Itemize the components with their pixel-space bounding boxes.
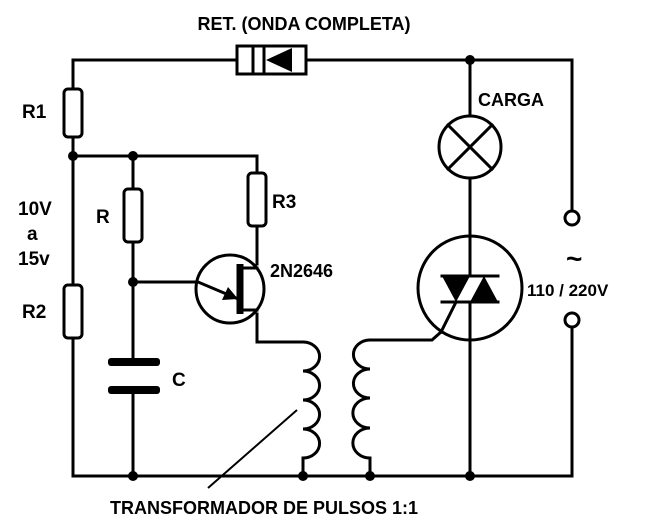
r-label: R bbox=[96, 207, 110, 228]
r2-label: R2 bbox=[22, 302, 46, 323]
mains-terminals bbox=[563, 209, 581, 329]
mains-symbol: ~ bbox=[566, 243, 582, 274]
lamp-load bbox=[437, 114, 503, 180]
capacitor-c bbox=[108, 358, 160, 394]
pulse-transformer bbox=[207, 338, 372, 489]
terminal-bottom bbox=[563, 311, 581, 329]
terminal-top bbox=[563, 209, 581, 227]
wires bbox=[71, 58, 574, 478]
voltage-label-line1: 10V bbox=[18, 199, 52, 220]
load-label: CARGA bbox=[478, 90, 544, 110]
resistor-r2 bbox=[62, 283, 84, 340]
junction-dots bbox=[68, 55, 475, 481]
r3-label: R3 bbox=[272, 192, 296, 213]
rectifier-label: RET. (ONDA COMPLETA) bbox=[198, 14, 411, 34]
mains-voltage-label: 110 / 220V bbox=[527, 281, 609, 300]
ujt-label: 2N2646 bbox=[270, 261, 333, 281]
rectifier-diode bbox=[235, 44, 308, 76]
voltage-label-line3: 15v bbox=[18, 249, 50, 270]
ujt-transistor bbox=[194, 253, 266, 325]
resistor-r3 bbox=[246, 171, 268, 228]
r1-label: R1 bbox=[22, 102, 47, 123]
triac bbox=[416, 234, 524, 342]
voltage-label-line2: a bbox=[27, 224, 38, 245]
c-label: C bbox=[172, 370, 186, 391]
resistor-r1 bbox=[62, 87, 84, 139]
transformer-label: TRANSFORMADOR DE PULSOS 1:1 bbox=[110, 498, 418, 518]
resistor-r bbox=[122, 187, 144, 244]
